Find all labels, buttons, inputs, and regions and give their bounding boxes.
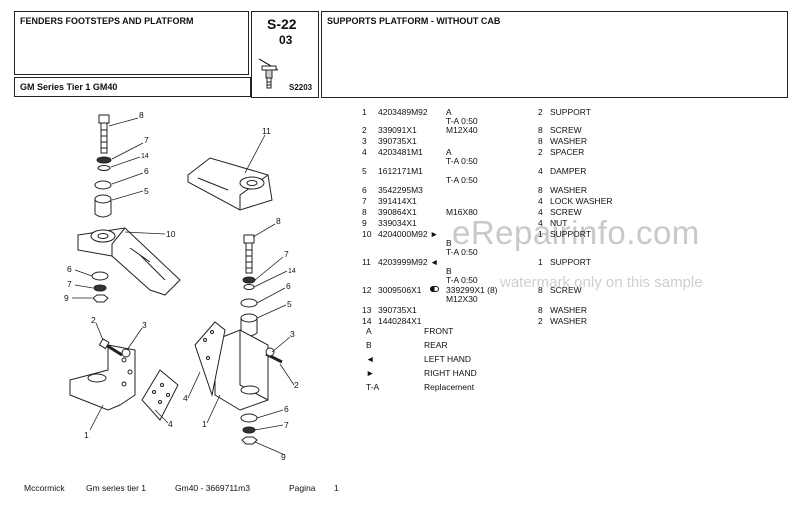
callout-14b: 14 — [288, 268, 296, 275]
callout-7d: 7 — [284, 420, 289, 430]
callout-8b: 8 — [276, 216, 281, 226]
callout-9b: 9 — [281, 452, 286, 462]
watermark-main: eRepairinfo.com — [452, 214, 700, 251]
footer-series: Gm series tier 1 — [86, 483, 146, 493]
exploded-diagram: 8 7 14 6 5 10 6 7 9 2 3 1 4 11 8 7 14 6 … — [64, 110, 299, 462]
series-box — [14, 77, 251, 97]
footer-brand: Mccormick — [24, 483, 65, 493]
callout-1a: 1 — [84, 430, 89, 440]
callout-6c: 6 — [286, 281, 291, 291]
callout-7b: 7 — [67, 279, 72, 289]
callout-8a: 8 — [139, 110, 144, 120]
series-label: GM Series Tier 1 GM40 — [20, 82, 118, 92]
page-code: S-22 — [267, 16, 297, 32]
callout-9a: 9 — [64, 293, 69, 303]
watermark-sub: watermark only on this sample — [500, 274, 703, 291]
callout-5b: 5 — [287, 299, 292, 309]
callout-6a: 6 — [144, 166, 149, 176]
callout-10: 10 — [166, 229, 176, 239]
callout-14a: 14 — [141, 153, 149, 160]
page-code-box — [251, 11, 319, 98]
callout-1b: 1 — [202, 419, 207, 429]
footer-page-label: Pagina — [289, 483, 316, 493]
toggle-icon — [430, 286, 439, 292]
page-sub: 03 — [279, 33, 293, 47]
footer-model: Gm40 - 3669711m3 — [175, 483, 250, 493]
callout-2b: 2 — [294, 380, 299, 390]
callout-4b: 4 — [183, 393, 188, 403]
footer-page-number: 1 — [334, 483, 339, 493]
callout-7a: 7 — [144, 135, 149, 145]
callout-11: 11 — [262, 126, 271, 136]
group-title-box — [321, 11, 788, 98]
callout-4a: 4 — [168, 419, 173, 429]
callout-5a: 5 — [144, 186, 149, 196]
group-title: SUPPORTS PLATFORM - WITHOUT CAB — [327, 16, 501, 26]
callout-7c: 7 — [284, 249, 289, 259]
callout-6b: 6 — [67, 264, 72, 274]
bolt-8-left — [98, 114, 110, 154]
callout-3b: 3 — [290, 329, 295, 339]
callout-2a: 2 — [91, 315, 96, 325]
callout-3a: 3 — [142, 320, 147, 330]
drawing-code: S2203 — [289, 83, 313, 92]
section-title: FENDERS FOOTSTEPS AND PLATFORM — [20, 16, 194, 26]
section-title-box — [14, 11, 249, 75]
callout-6d: 6 — [284, 404, 289, 414]
drawing-thumbnail-icon — [258, 58, 279, 89]
